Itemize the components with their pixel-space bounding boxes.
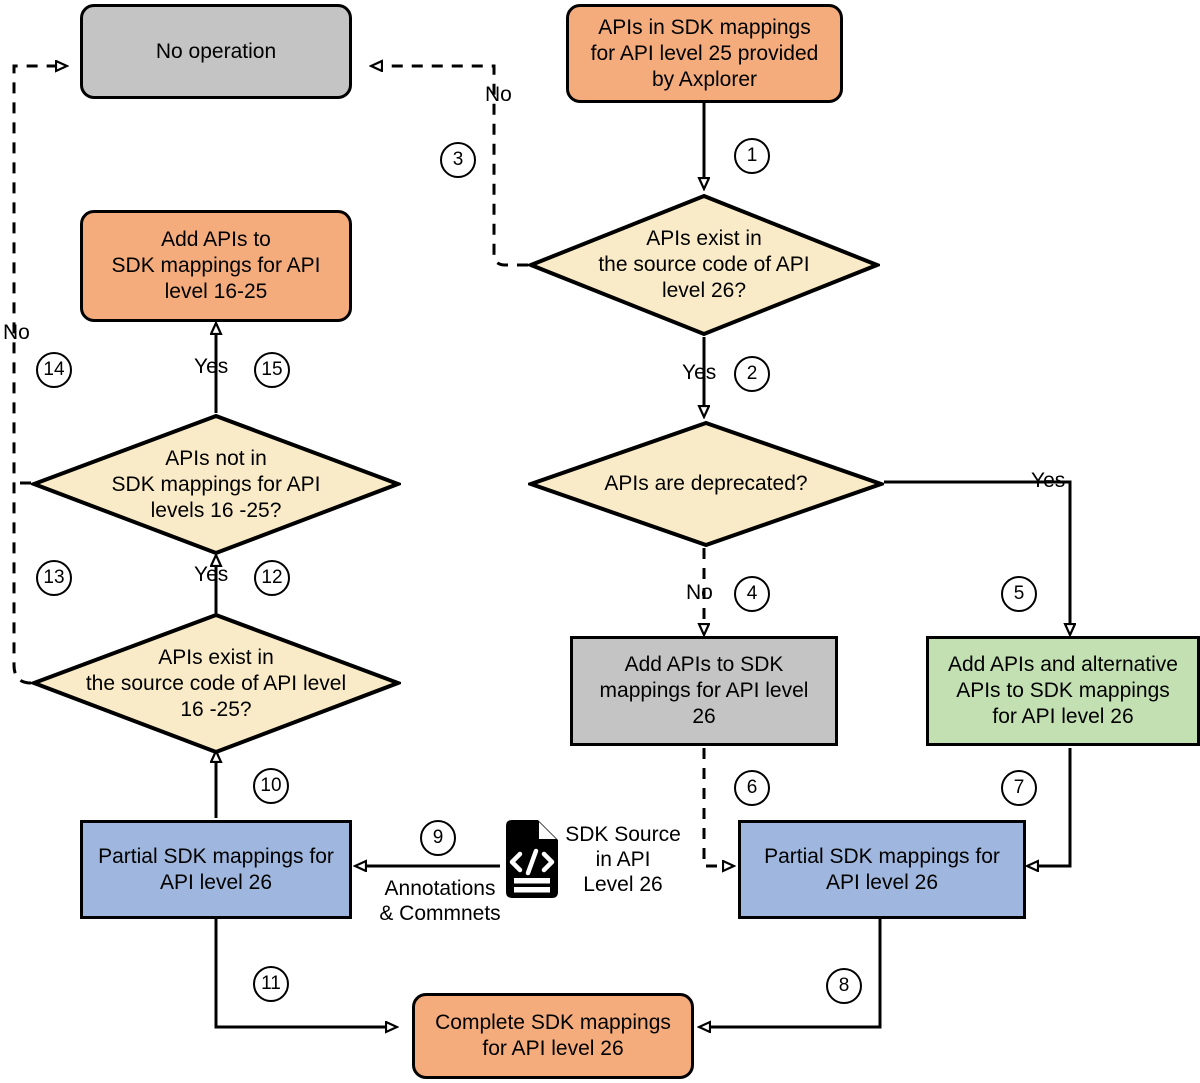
decision-apis-not-in-mappings-16-25[interactable]: APIs not in SDK mappings for API levels …: [31, 413, 401, 556]
step-badge-5-value: 5: [1013, 583, 1025, 604]
step-badge-7-value: 7: [1013, 777, 1025, 798]
step-badge-10: 10: [253, 768, 289, 804]
node-partial-mappings-right-label: Partial SDK mappings for API level 26: [764, 844, 1000, 894]
decision-apis-exist-16-25-label: APIs exist in the source code of API lev…: [85, 645, 347, 721]
node-add-apis-sdk-26-label: Add APIs to SDK mappings for API level 2…: [599, 653, 809, 728]
step-badge-15: 15: [254, 352, 290, 388]
step-badge-6-value: 6: [746, 777, 758, 798]
node-add-apis-16-25[interactable]: Add APIs to SDK mappings for API level 1…: [80, 210, 352, 322]
edge-label-no-top: No: [485, 83, 512, 106]
step-badge-1: 1: [734, 138, 770, 174]
node-partial-mappings-left-label: Partial SDK mappings for API level 26: [98, 844, 334, 894]
edge-label-yes-12: Yes: [194, 563, 229, 586]
step-badge-7: 7: [1001, 770, 1037, 806]
step-badge-8-value: 8: [838, 975, 850, 996]
step-badge-14: 14: [36, 352, 72, 388]
step-badge-5: 5: [1001, 576, 1037, 612]
node-partial-mappings-right[interactable]: Partial SDK mappings for API level 26: [738, 820, 1026, 919]
node-add-apis-sdk-26[interactable]: Add APIs to SDK mappings for API level 2…: [570, 636, 838, 746]
code-document-icon: [500, 818, 562, 900]
node-add-apis-alternative-26-label: Add APIs and alternative APIs to SDK map…: [948, 653, 1178, 728]
step-badge-12-value: 12: [261, 567, 283, 588]
step-badge-6: 6: [734, 770, 770, 806]
step-badge-9-value: 9: [432, 827, 444, 848]
decision-apis-not-in-mappings-16-25-label: APIs not in SDK mappings for API levels …: [111, 446, 321, 522]
decision-apis-exist-level-26-label: APIs exist in the source code of API lev…: [598, 227, 810, 302]
decision-apis-exist-level-26[interactable]: APIs exist in the source code of API lev…: [528, 193, 880, 337]
step-badge-3-value: 3: [452, 149, 464, 170]
step-badge-9: 9: [420, 820, 456, 856]
step-badge-14-value: 14: [43, 359, 65, 380]
sdk-source-label: SDK Source in API Level 26: [565, 823, 681, 896]
node-no-operation[interactable]: No operation: [80, 4, 352, 99]
node-complete-mappings-label: Complete SDK mappings for API level 26: [435, 1011, 671, 1060]
node-partial-mappings-left[interactable]: Partial SDK mappings for API level 26: [80, 820, 352, 919]
step-badge-13: 13: [36, 560, 72, 596]
step-badge-1-value: 1: [746, 145, 758, 166]
step-badge-2-value: 2: [746, 363, 758, 384]
step-badge-11: 11: [253, 966, 289, 1002]
decision-apis-deprecated[interactable]: APIs are deprecated?: [528, 420, 884, 548]
step-badge-15-value: 15: [261, 359, 283, 380]
step-badge-13-value: 13: [43, 567, 65, 588]
step-badge-8: 8: [826, 968, 862, 1004]
edge-label-yes-15: Yes: [194, 355, 229, 378]
step-badge-3: 3: [440, 142, 476, 178]
node-complete-mappings[interactable]: Complete SDK mappings for API level 26: [412, 993, 694, 1079]
edge-label-yes-2: Yes: [682, 361, 717, 384]
step-badge-10-value: 10: [260, 775, 282, 796]
step-badge-2: 2: [734, 356, 770, 392]
edge-label-annotations: Annotations & Commnets: [379, 877, 501, 925]
node-add-apis-alternative-26[interactable]: Add APIs and alternative APIs to SDK map…: [926, 636, 1200, 746]
node-start-axplorer-label: APIs in SDK mappings for API level 25 pr…: [590, 15, 819, 91]
step-badge-4: 4: [734, 576, 770, 612]
decision-apis-exist-16-25[interactable]: APIs exist in the source code of API lev…: [31, 612, 401, 755]
edge-label-yes-5: Yes: [1031, 469, 1066, 492]
step-badge-4-value: 4: [746, 583, 758, 604]
node-add-apis-16-25-label: Add APIs to SDK mappings for API level 1…: [111, 228, 321, 303]
step-badge-12: 12: [254, 560, 290, 596]
edge-label-no-left: No: [3, 321, 30, 344]
step-badge-11-value: 11: [261, 973, 281, 994]
node-start-axplorer[interactable]: APIs in SDK mappings for API level 25 pr…: [566, 4, 843, 103]
edge-label-no-4: No: [686, 581, 713, 604]
node-no-operation-label: No operation: [155, 39, 277, 63]
decision-apis-deprecated-label: APIs are deprecated?: [604, 472, 808, 495]
